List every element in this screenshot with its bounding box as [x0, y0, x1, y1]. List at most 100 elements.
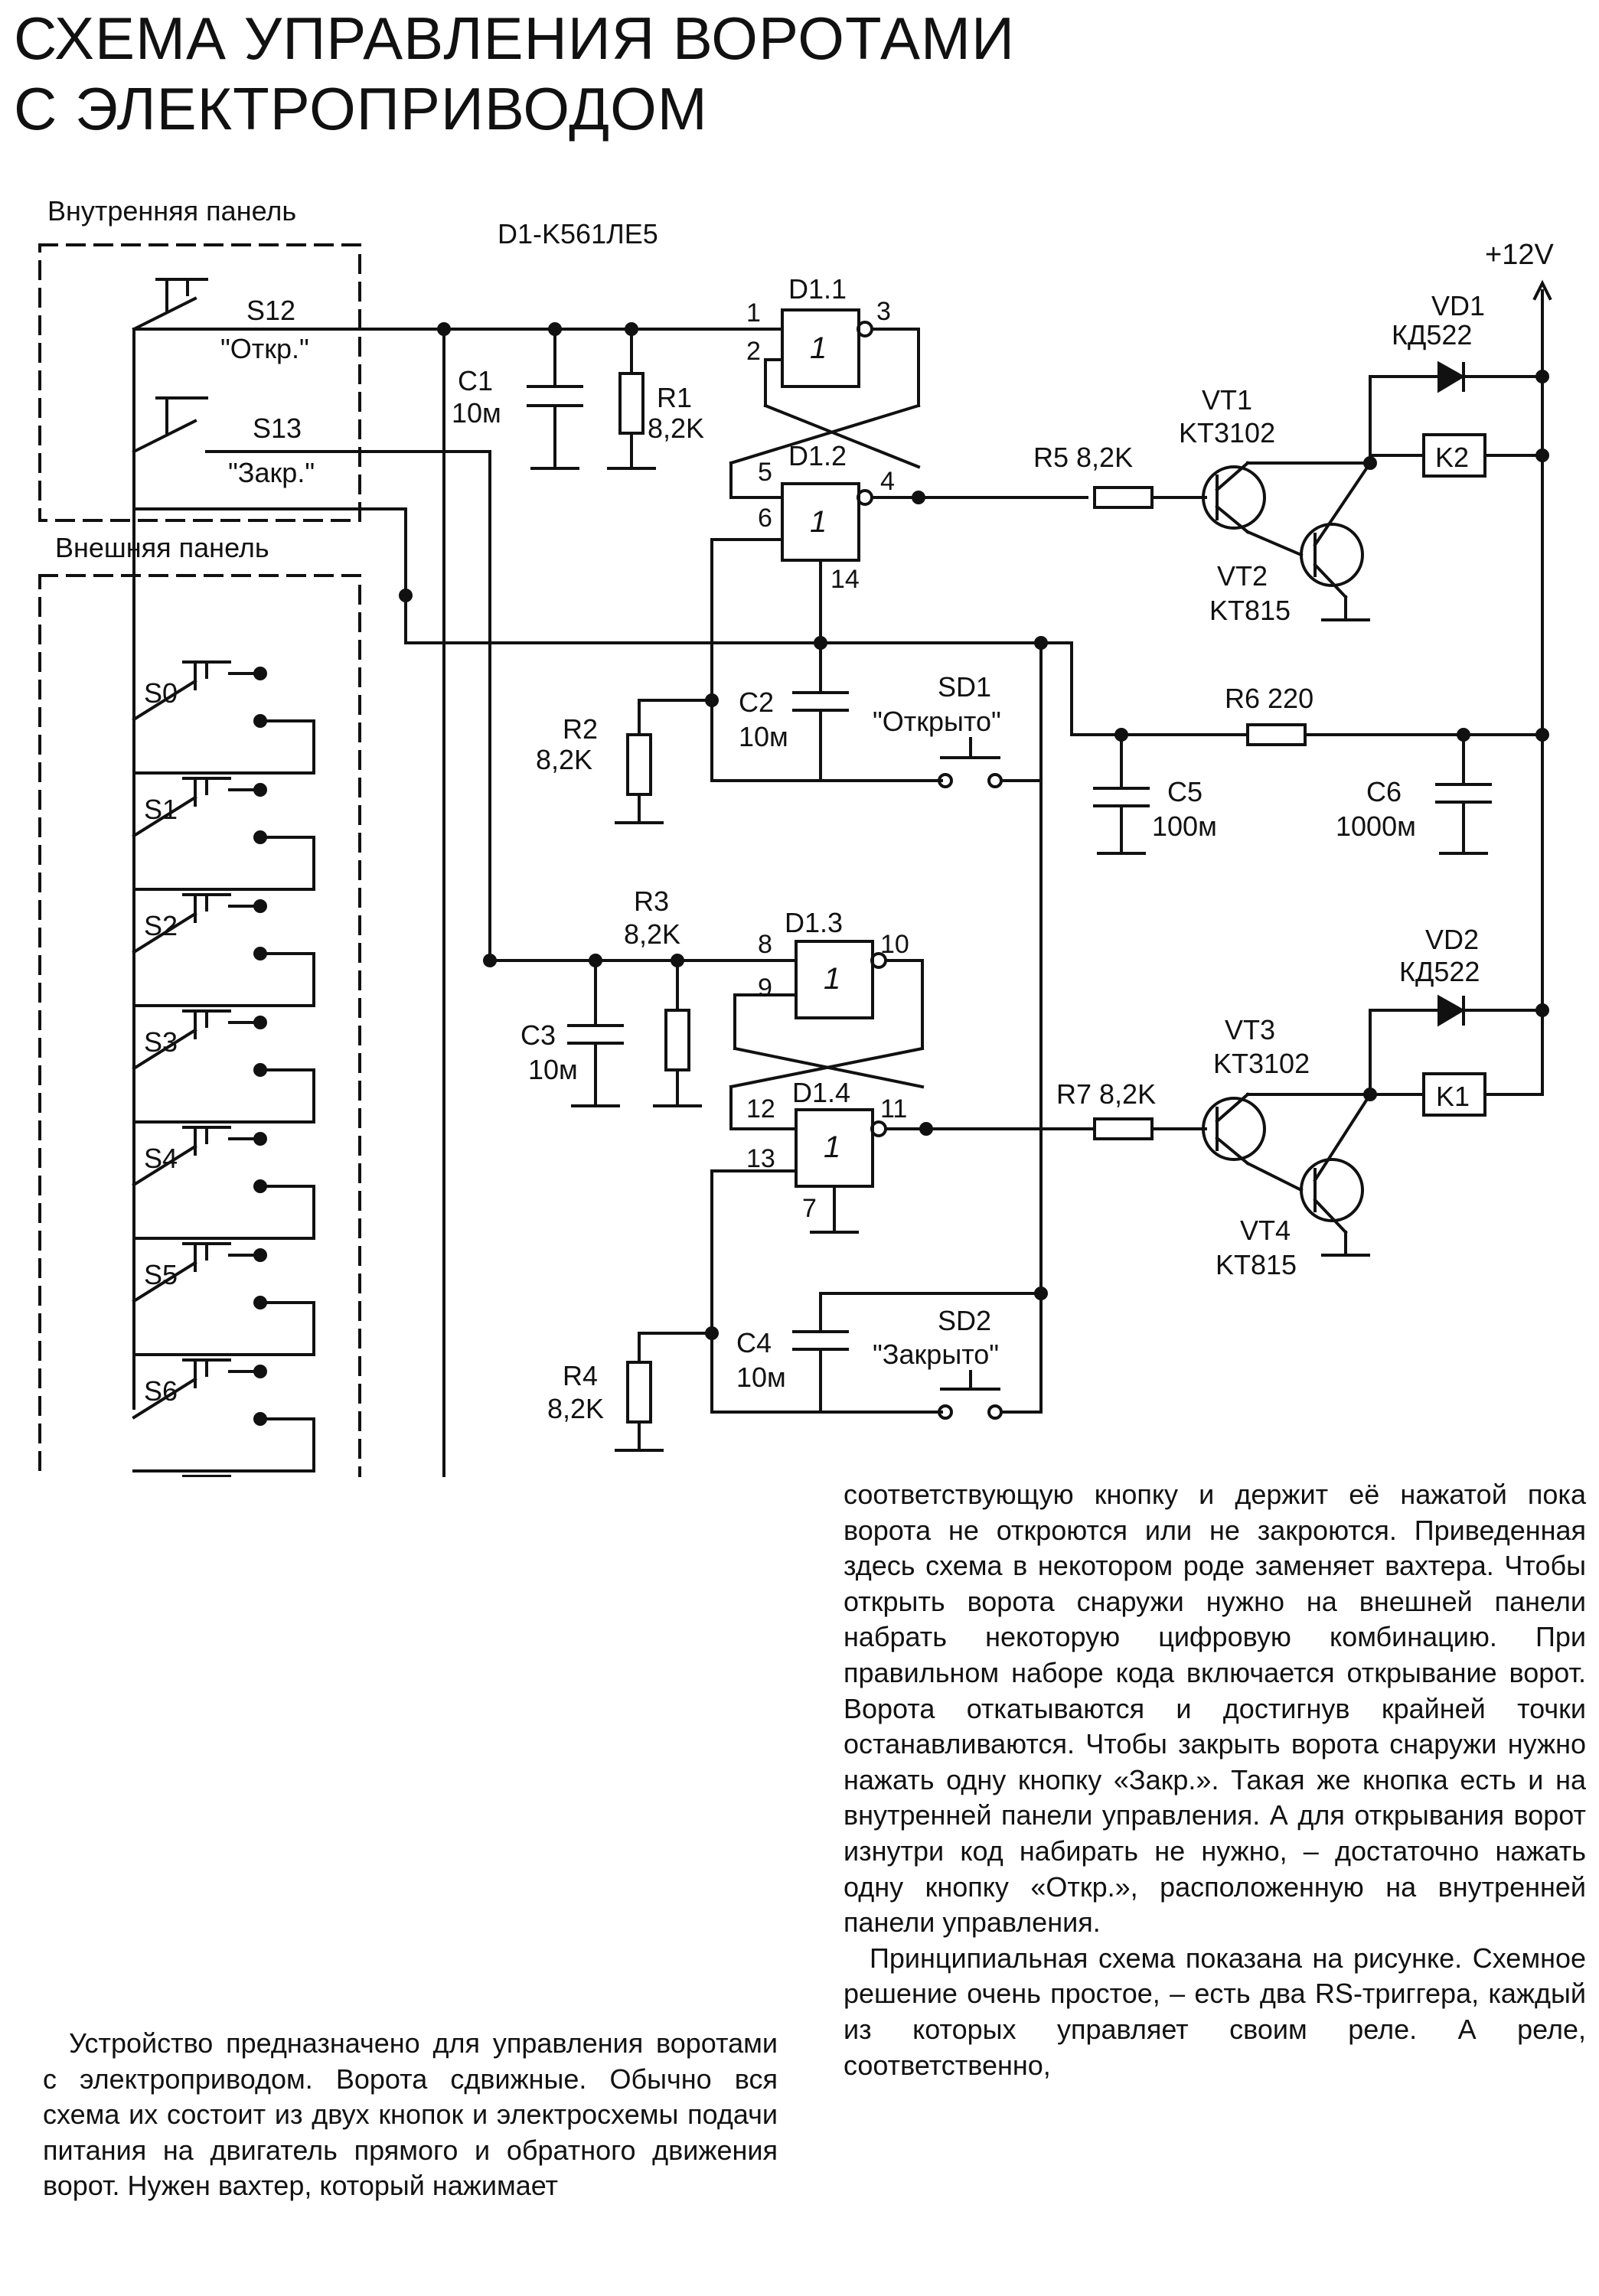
r2-value: 8,2K [536, 744, 592, 775]
keypad-switches: S0S1S2S3S4S5S6S7S8S9 [132, 660, 315, 1477]
keypad-label-s1: S1 [144, 794, 178, 825]
keypad-label-s5: S5 [144, 1259, 178, 1290]
pin-13: 13 [746, 1144, 775, 1173]
r4-label: R4 [563, 1360, 598, 1391]
c2-value: 10м [739, 721, 788, 752]
keypad-label-s4: S4 [144, 1143, 178, 1174]
keypad-switch-s7: S7 [182, 1475, 231, 1477]
s13-caption: "Закр." [228, 457, 315, 488]
c1-label: C1 [458, 365, 493, 396]
paragraph-left-1: Устройство предназначено для управления … [43, 2027, 778, 2202]
keypad-switch-s5: S5 [132, 1242, 315, 1356]
c6-value: 1000м [1336, 810, 1416, 842]
vt4-type: KT815 [1216, 1249, 1297, 1280]
k2-label: K2 [1435, 442, 1469, 473]
c6-label: C6 [1366, 776, 1402, 807]
switch-s13 [132, 396, 491, 454]
keypad-label-s3: S3 [144, 1026, 178, 1058]
vt2-type: KT815 [1209, 595, 1291, 626]
pin-8: 8 [758, 930, 772, 959]
c3-value: 10м [528, 1054, 578, 1085]
vt1-label: VT1 [1202, 384, 1252, 416]
keypad-switch-s2: S2 [132, 893, 315, 1007]
article-title: СХЕМА УПРАВЛЕНИЯ ВОРОТАМИ С ЭЛЕКТРОПРИВО… [14, 3, 1015, 144]
c2-label: C2 [739, 687, 774, 718]
outer-panel-frame [38, 574, 361, 1477]
r1-label: R1 [657, 382, 692, 413]
keypad-switch-s3: S3 [132, 1009, 315, 1124]
vd2-type: КД522 [1399, 956, 1480, 987]
gate-d1-3 [795, 940, 874, 1019]
pin-2: 2 [746, 337, 761, 366]
keypad-label-s6: S6 [144, 1375, 178, 1407]
title-line-2: С ЭЛЕКТРОПРИВОДОМ [14, 75, 708, 142]
r2-label: R2 [563, 713, 598, 745]
r1-value: 8,2K [648, 413, 704, 444]
s13-label: S13 [253, 413, 302, 444]
r7-label: R7 8,2K [1056, 1078, 1156, 1110]
vt2-label: VT2 [1217, 560, 1268, 592]
chip-label: D1-K561ЛЕ5 [498, 218, 658, 249]
keypad-switch-s6: S6 [132, 1358, 315, 1473]
sd1-caption: "Открыто" [873, 706, 1001, 737]
pin-11: 11 [880, 1094, 907, 1124]
gate-d1-2-symbol: 1 [810, 505, 827, 539]
pin-10: 10 [880, 930, 909, 959]
r3-label: R3 [634, 885, 669, 917]
keypad-label-s0: S0 [144, 677, 178, 709]
paragraph-right-1: соответствующую кнопку и держит её нажат… [844, 1479, 1586, 1939]
vt4-label: VT4 [1240, 1215, 1291, 1246]
gate-d1-1-symbol: 1 [810, 331, 827, 365]
c4-label: C4 [736, 1327, 772, 1358]
pin-4: 4 [880, 467, 895, 496]
supply-label: +12V [1485, 239, 1554, 271]
pin-12: 12 [746, 1094, 775, 1124]
pin-9: 9 [758, 974, 772, 1003]
vd1-label: VD1 [1431, 290, 1485, 321]
pin-14: 14 [831, 565, 860, 594]
r4-value: 8,2K [547, 1393, 604, 1424]
d1-2-label: D1.2 [788, 440, 847, 471]
s12-caption: "Откр." [220, 333, 309, 364]
sd2-label: SD2 [938, 1305, 991, 1336]
r6-label: R6 220 [1225, 683, 1313, 714]
d1-3-label: D1.3 [785, 907, 843, 938]
vt3-type: KT3102 [1213, 1048, 1310, 1079]
c5-label: C5 [1167, 776, 1203, 807]
keypad-label-s2: S2 [144, 910, 178, 941]
sd2-caption: "Закрыто" [873, 1339, 999, 1370]
title-line-1: СХЕМА УПРАВЛЕНИЯ ВОРОТАМИ [14, 5, 1016, 72]
vt3-label: VT3 [1225, 1014, 1275, 1045]
r5-label: R5 8,2K [1033, 442, 1133, 473]
switch-s12 [132, 278, 445, 331]
gate-d1-4-symbol: 1 [824, 1130, 840, 1164]
c5-value: 100м [1152, 810, 1217, 842]
c1-value: 10м [452, 397, 501, 429]
vd2-label: VD2 [1425, 924, 1479, 955]
c3-label: C3 [520, 1019, 556, 1051]
r3-value: 8,2K [624, 918, 680, 950]
keypad-switch-s0: S0 [132, 660, 315, 775]
d1-1-label: D1.1 [788, 273, 847, 305]
article-text-right-column: соответствующую кнопку и держит её нажат… [844, 1477, 1586, 2083]
keypad-switch-s1: S1 [132, 777, 315, 891]
pin-7: 7 [802, 1194, 817, 1223]
s12-label: S12 [246, 295, 295, 326]
pin-5: 5 [758, 458, 772, 487]
vt1-type: KT3102 [1179, 417, 1275, 448]
inner-panel-label: Внутренняя панель [47, 195, 296, 227]
pin-6: 6 [758, 504, 772, 533]
keypad-switch-s4: S4 [132, 1126, 315, 1240]
pin-3: 3 [876, 297, 891, 326]
article-text-left-column: Устройство предназначено для управления … [43, 2026, 778, 2204]
vd1-type: КД522 [1392, 319, 1472, 351]
paragraph-right-2: Принципиальная схема показана на рисунке… [844, 1942, 1586, 2081]
circuit-schematic: Внутренняя панель Внешняя панель D1-K561… [38, 195, 1554, 1477]
gate-d1-3-symbol: 1 [824, 962, 840, 996]
pin-1: 1 [746, 298, 761, 328]
c4-value: 10м [736, 1362, 786, 1393]
gate-d1-1 [781, 308, 860, 388]
k1-label: K1 [1436, 1081, 1470, 1112]
d1-4-label: D1.4 [792, 1077, 850, 1108]
inner-panel-frame [38, 243, 361, 522]
